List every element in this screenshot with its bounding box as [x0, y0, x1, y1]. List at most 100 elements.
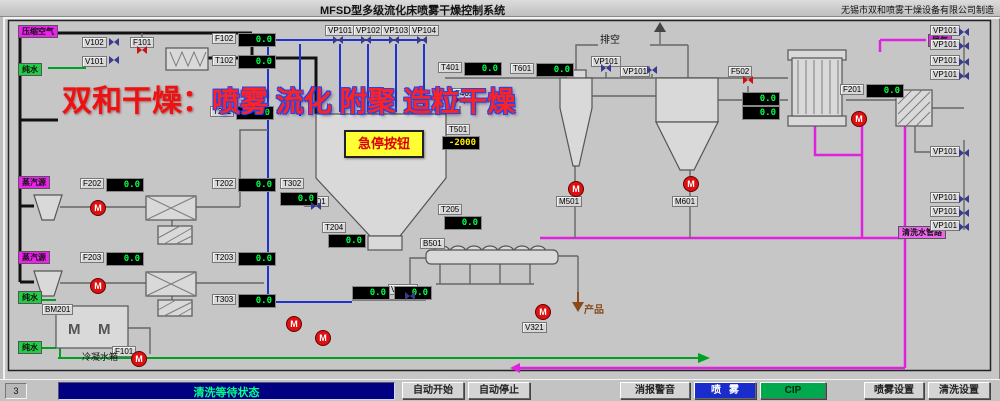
equipment-tag-VP101: VP101: [620, 66, 651, 77]
spray-mode-button[interactable]: 喷雾: [694, 382, 756, 399]
equipment-tag-VP102: VP102: [353, 25, 384, 36]
text-label-产品: 产品: [584, 305, 604, 316]
valve-icon[interactable]: [959, 195, 969, 203]
intake-filter-2: [33, 270, 63, 297]
equipment-tag-V321: V321: [522, 322, 547, 333]
equipment-tag-VP101: VP101: [325, 25, 356, 36]
equipment-tag-VP101: VP101: [930, 220, 961, 231]
digital-display-0: 0.0: [238, 33, 276, 47]
product-arrow-icon: [572, 292, 584, 312]
equipment-tag-F202: F202: [80, 178, 105, 189]
valve-icon[interactable]: [959, 42, 969, 50]
status-text: 清洗等待状态: [193, 387, 260, 399]
valve-icon[interactable]: [959, 58, 969, 66]
motor-icon[interactable]: M: [568, 181, 584, 197]
motor-icon[interactable]: M: [683, 176, 699, 192]
digital-display-15: 0.0: [742, 106, 780, 120]
valve-icon[interactable]: [959, 149, 969, 157]
title-bar: MFSD型多级流化床喷雾干燥控制系统 无锡市双和喷雾干燥设备有限公司制造: [0, 0, 1000, 17]
air-heater: [165, 47, 209, 71]
equipment-tag-VP101: VP101: [930, 69, 961, 80]
valve-icon[interactable]: [417, 36, 427, 44]
cip-mode-button[interactable]: CIP: [760, 382, 826, 399]
equipment-tag-T204: T204: [322, 222, 347, 233]
equipment-tag-T203: T203: [212, 252, 237, 263]
digital-display-3: 0.0: [236, 106, 274, 120]
pipes-green: [22, 67, 710, 363]
valve-icon[interactable]: [109, 56, 119, 64]
digital-display-1: 0.0: [238, 55, 276, 69]
source-tag-压缩空气: 压缩空气: [18, 25, 58, 38]
spray-settings-button[interactable]: 喷雾设置: [864, 382, 924, 399]
digital-display-5: 0.0: [238, 178, 276, 192]
digital-display-6: 0.0: [280, 192, 318, 206]
valve-icon[interactable]: [959, 209, 969, 217]
motor-icon[interactable]: M: [286, 316, 302, 332]
mute-alarm-button[interactable]: 消报警音: [620, 382, 690, 399]
motor-icon[interactable]: M: [535, 304, 551, 320]
motor-icon[interactable]: M: [90, 278, 106, 294]
vent-arrow-icon: [654, 22, 666, 32]
cyclone-small: [559, 69, 593, 167]
equipment-tag-VP101: VP101: [930, 192, 961, 203]
valve-icon[interactable]: [647, 66, 657, 74]
motor-icon[interactable]: M: [90, 200, 106, 216]
svg-text:M: M: [98, 321, 111, 338]
equipment-tag-F203: F203: [80, 252, 105, 263]
auto-stop-button[interactable]: 自动停止: [468, 382, 530, 399]
cyclone-large: [655, 77, 719, 171]
condenser: [787, 49, 847, 127]
source-tag-纯水: 纯水: [18, 341, 42, 354]
equipment-tag-T601: T601: [510, 63, 535, 74]
fluid-bed: [425, 245, 559, 265]
digital-display-8: 0.0: [238, 252, 276, 266]
valve-icon[interactable]: [109, 38, 119, 46]
valve-icon[interactable]: [455, 96, 465, 104]
motor-icon[interactable]: M: [131, 351, 147, 367]
page-title: MFSD型多级流化床喷雾干燥控制系统: [320, 5, 506, 17]
equipment-tag-VP101: VP101: [930, 55, 961, 66]
valve-icon[interactable]: [311, 202, 321, 210]
emergency-stop-button[interactable]: 急停按钮: [344, 130, 424, 158]
equipment-tag-VP101: VP101: [930, 25, 961, 36]
equipment-tag-F201: F201: [840, 84, 865, 95]
page-counter[interactable]: 3: [5, 383, 27, 399]
source-tag-纯水: 纯水: [18, 63, 42, 76]
equipment-tag-VP101: VP101: [930, 39, 961, 50]
digital-display-11: 0.0: [444, 216, 482, 230]
valve-icon[interactable]: [959, 223, 969, 231]
equipment-tag-VP101: VP101: [930, 146, 961, 157]
equipment-tag-T501: T501: [446, 124, 471, 135]
status-bar: 3 清洗等待状态 自动开始 自动停止 消报警音 喷雾 CIP 喷雾设置 清洗设置: [0, 379, 1000, 401]
equipment-tag-BM201: BM201: [42, 304, 74, 315]
digital-display-10: 0.0: [328, 234, 366, 248]
equipment-tag-T202: T202: [212, 178, 237, 189]
valve-icon[interactable]: [137, 46, 147, 54]
valve-icon[interactable]: [959, 72, 969, 80]
valve-icon[interactable]: [361, 36, 371, 44]
equipment-tag-V102: V102: [82, 37, 107, 48]
pipes-magenta: [510, 38, 926, 373]
clean-settings-button[interactable]: 清洗设置: [928, 382, 990, 399]
equipment-tag-V101: V101: [82, 56, 107, 67]
equipment-tag-VP101: VP101: [930, 206, 961, 217]
heat-exchanger-2: [145, 271, 197, 317]
valve-icon[interactable]: [389, 36, 399, 44]
motor-icon[interactable]: M: [315, 330, 331, 346]
source-tag-蒸汽源: 蒸汽源: [18, 251, 50, 264]
equipment-tag-B501: B501: [420, 238, 445, 249]
source-tag-蒸汽源: 蒸汽源: [18, 176, 50, 189]
valve-icon[interactable]: [333, 36, 343, 44]
valve-icon[interactable]: [959, 28, 969, 36]
digital-display-12: -2000: [442, 136, 480, 150]
valve-icon[interactable]: [405, 292, 415, 300]
auto-start-button[interactable]: 自动开始: [402, 382, 464, 399]
svg-text:M: M: [68, 321, 81, 338]
digital-display-14: 0.0: [742, 92, 780, 106]
motor-icon[interactable]: M: [851, 111, 867, 127]
valve-icon[interactable]: [743, 76, 753, 84]
valve-icon[interactable]: [601, 64, 611, 72]
